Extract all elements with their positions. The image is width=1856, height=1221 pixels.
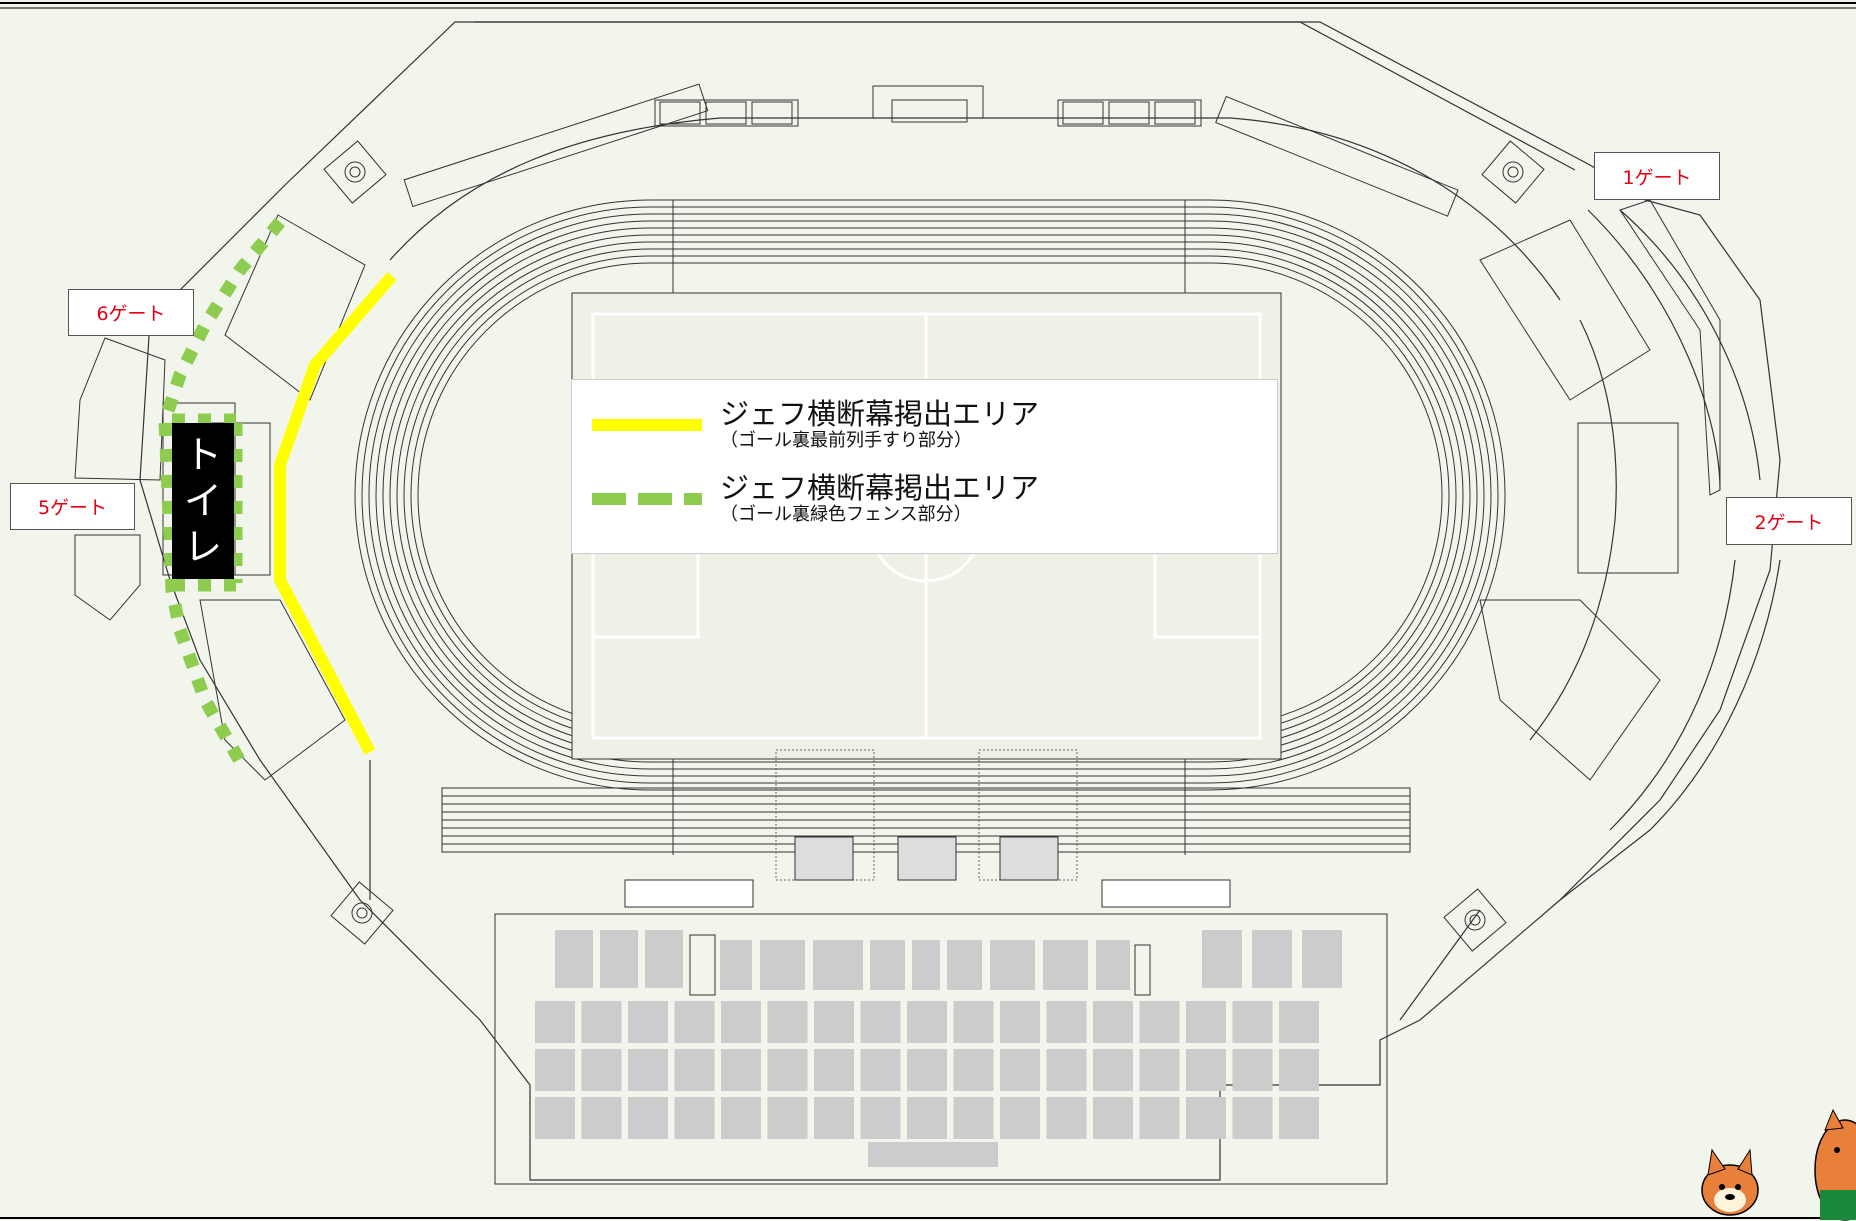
seat-block	[1093, 1097, 1133, 1139]
gate-5-label: 5ゲート	[10, 483, 135, 530]
green-dashed-swatch	[592, 493, 702, 505]
seat-block	[907, 1097, 947, 1139]
legend-item-yellow: ジェフ横断幕掲出エリア （ゴール裏最前列手すり部分）	[592, 398, 1039, 452]
seat-block	[1232, 1001, 1273, 1043]
seat-block	[674, 1049, 715, 1091]
seat-block	[1000, 1001, 1040, 1043]
legend-sub-1: （ゴール裏最前列手すり部分）	[720, 430, 972, 451]
seat-block	[628, 1049, 668, 1091]
seat-block	[953, 1001, 994, 1043]
seat-block	[535, 1049, 575, 1091]
seat-block	[628, 1001, 668, 1043]
seat-block	[1186, 1049, 1226, 1091]
seat-block	[814, 1097, 854, 1139]
toilet-char-3: レ	[183, 525, 222, 569]
seat-block	[907, 1001, 947, 1043]
seat-block	[767, 1001, 808, 1043]
corner-pylons	[323, 140, 1545, 952]
seat-block	[860, 1049, 901, 1091]
seat-block	[860, 1001, 901, 1043]
seat-block	[535, 1001, 575, 1043]
legend-sub-2: （ゴール裏緑色フェンス部分）	[720, 504, 972, 525]
seat-block	[1186, 1097, 1226, 1139]
gate-6-label: 6ゲート	[68, 289, 194, 336]
seat-block	[1093, 1001, 1133, 1043]
toilet-char-1: ト	[183, 433, 222, 477]
seat-block	[1046, 1097, 1087, 1139]
seat-block	[581, 1001, 622, 1043]
running-track	[354, 199, 1506, 855]
seat-block	[1000, 1097, 1040, 1139]
seat-block	[767, 1049, 808, 1091]
legend-item-green: ジェフ横断幕掲出エリア （ゴール裏緑色フェンス部分）	[592, 472, 1039, 526]
gate-2-label: 2ゲート	[1726, 497, 1852, 545]
legend: ジェフ横断幕掲出エリア （ゴール裏最前列手すり部分） ジェフ横断幕掲出エリア （…	[571, 379, 1278, 554]
seat-block	[1000, 1049, 1040, 1091]
banner-area-green	[158, 217, 285, 774]
seat-block	[1186, 1001, 1226, 1043]
seat-block	[581, 1097, 622, 1139]
seat-block	[721, 1001, 761, 1043]
seat-block	[953, 1097, 994, 1139]
yellow-line-swatch	[592, 419, 702, 431]
mascot-icon-2	[1814, 1108, 1856, 1221]
seat-block	[628, 1097, 668, 1139]
side-structures	[74, 199, 1721, 781]
seat-block	[1232, 1049, 1273, 1091]
toilet-label: ト イ レ	[172, 423, 234, 579]
banner-area-yellow	[274, 272, 397, 755]
main-stand	[494, 913, 1388, 1185]
mascot-icon	[1701, 1148, 1759, 1216]
legend-title-2: ジェフ横断幕掲出エリア	[720, 471, 1040, 505]
seat-block	[674, 1097, 715, 1139]
seat-block	[674, 1001, 715, 1043]
seat-block	[1139, 1049, 1180, 1091]
seat-block	[1093, 1049, 1133, 1091]
seat-block	[1279, 1049, 1319, 1091]
bench-areas	[624, 749, 1231, 908]
seat-block	[581, 1049, 622, 1091]
gate-1-label: 1ゲート	[1594, 152, 1720, 200]
seat-block	[1139, 1001, 1180, 1043]
seat-block	[767, 1097, 808, 1139]
seat-block	[814, 1001, 854, 1043]
seat-block	[1232, 1097, 1273, 1139]
seat-block	[860, 1097, 901, 1139]
seat-block	[814, 1049, 854, 1091]
seat-block	[907, 1049, 947, 1091]
seat-block	[1139, 1097, 1180, 1139]
stadium-outline	[139, 21, 1781, 1181]
top-stand	[403, 83, 1459, 217]
seat-block	[1279, 1097, 1319, 1139]
seat-block	[721, 1097, 761, 1139]
seat-block	[535, 1097, 575, 1139]
seat-block	[1046, 1001, 1087, 1043]
legend-title-1: ジェフ横断幕掲出エリア	[720, 397, 1040, 431]
seat-block	[1279, 1001, 1319, 1043]
seat-block	[1046, 1049, 1087, 1091]
seat-block	[953, 1049, 994, 1091]
toilet-char-2: イ	[183, 479, 222, 523]
seat-block	[721, 1049, 761, 1091]
